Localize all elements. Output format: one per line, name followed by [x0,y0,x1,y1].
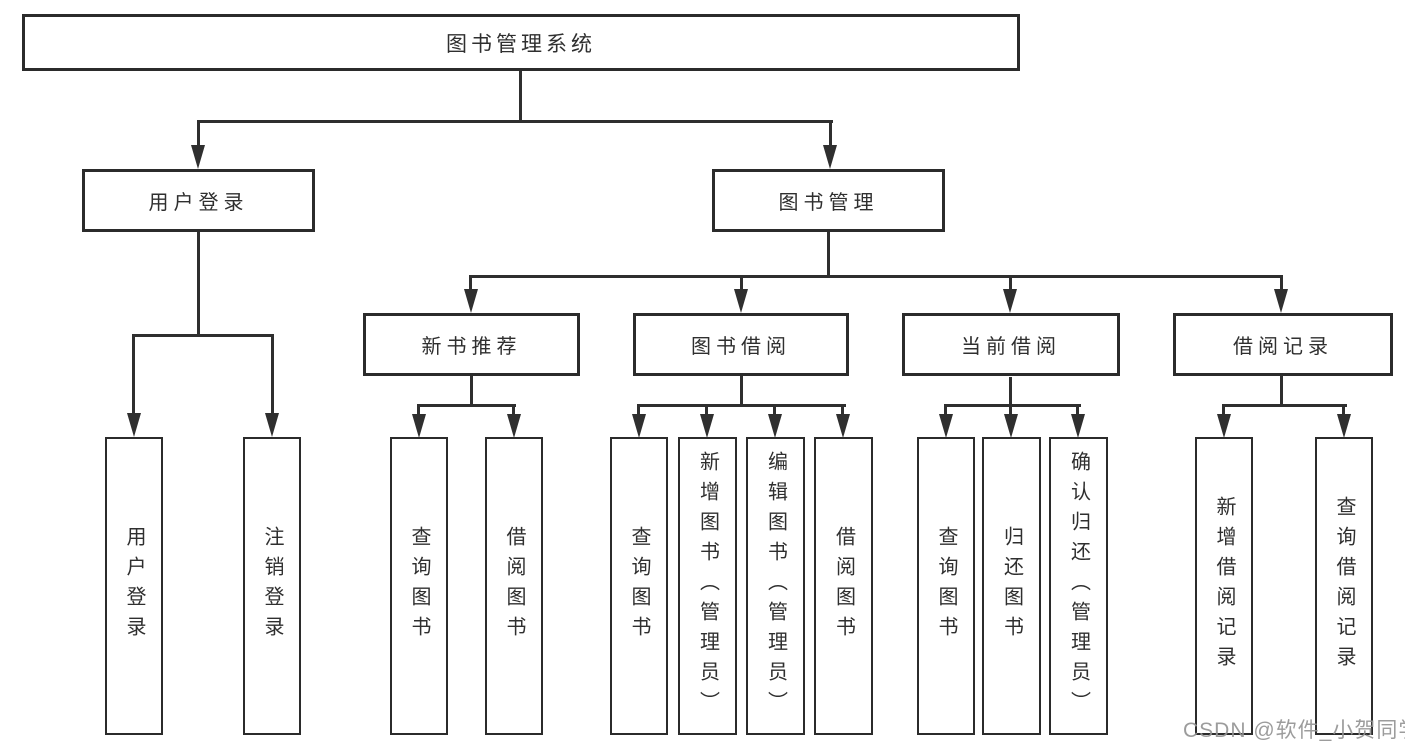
connector-line [1222,404,1347,407]
connector-line [1076,404,1079,416]
leaf-return-books: 归还图书 [982,437,1041,735]
arrow-head [1071,414,1085,438]
connector-line [197,232,200,335]
node-borrowing-records: 借阅记录 [1173,313,1393,376]
node-label: 用户登录 [148,192,249,214]
node-label: 当前借阅 [961,336,1061,358]
node-user-login: 用户登录 [82,169,315,232]
connector-line [1009,275,1012,291]
connector-line [944,404,947,416]
connector-line [841,404,844,416]
arrow-head [939,414,953,438]
leaf-label: 注销登录 [261,526,283,646]
node-book-borrowing: 图书借阅 [633,313,849,376]
connector-line [705,404,708,416]
leaf-borrow-books: 借阅图书 [814,437,873,735]
arrow-head [1337,414,1351,438]
connector-line [827,232,830,276]
node-new-book-recommendation: 新书推荐 [363,313,580,376]
connector-line [1009,404,1012,416]
arrow-head [412,414,426,438]
connector-line [1280,375,1283,405]
node-label: 图书管理 [778,192,879,214]
connector-line [417,404,516,407]
connector-line [944,404,1081,407]
leaf-confirm-return-admin: 确认归还（管理员） [1049,437,1108,735]
node-library-management-system: 图书管理系统 [22,14,1020,71]
connector-line [637,404,640,416]
leaf-label: 查询图书 [935,526,957,646]
arrow-head [507,414,521,438]
node-book-management: 图书管理 [712,169,945,232]
connector-line [740,275,743,291]
arrow-head [464,289,478,313]
connector-line [417,404,420,416]
leaf-user-login: 用户登录 [105,437,163,735]
connector-line [197,120,200,148]
leaf-borrow-books-recommend: 借阅图书 [485,437,543,735]
connector-line [1342,404,1345,416]
leaf-add-books-admin: 新增图书（管理员） [678,437,737,735]
leaf-label: 新增图书（管理员） [696,451,719,721]
connector-line [519,71,522,121]
leaf-label: 确认归还（管理员） [1067,451,1090,721]
leaf-label: 用户登录 [123,526,145,646]
node-label: 借阅记录 [1233,336,1333,358]
connector-line [740,376,743,405]
connector-line [197,120,833,123]
leaf-query-books: 查询图书 [610,437,668,735]
connector-line [132,334,135,416]
connector-line [512,404,515,416]
leaf-label: 编辑图书（管理员） [764,451,787,721]
leaf-label: 查询图书 [628,526,650,646]
arrow-head [700,414,714,438]
connector-line [132,334,274,337]
connector-line [470,376,473,405]
connector-line [469,275,472,291]
leaf-query-books-current: 查询图书 [917,437,975,735]
arrow-head [632,414,646,438]
arrow-head [768,414,782,438]
node-label: 图书借阅 [691,336,791,358]
arrow-head [823,145,837,169]
arrow-head [127,413,141,437]
csdn-watermark: CSDN @软件_小贺同学 [1183,719,1405,742]
connector-line [637,404,846,407]
connector-line [829,120,832,148]
arrow-head [191,145,205,169]
connector-line [773,404,776,416]
connector-line [469,275,1283,278]
arrow-head [1217,414,1231,438]
arrow-head [836,414,850,438]
leaf-label: 查询借阅记录 [1333,496,1355,676]
leaf-edit-books-admin: 编辑图书（管理员） [746,437,805,735]
leaf-logout: 注销登录 [243,437,301,735]
leaf-label: 归还图书 [1000,526,1023,646]
connector-line [1222,404,1225,416]
leaf-query-books-recommend: 查询图书 [390,437,448,735]
node-label: 新书推荐 [421,336,522,358]
arrow-head [265,413,279,437]
connector-line [271,334,274,416]
leaf-label: 借阅图书 [503,526,525,646]
arrow-head [1004,414,1018,438]
arrow-head [734,289,748,313]
arrow-head [1003,289,1017,313]
leaf-query-borrow-record: 查询借阅记录 [1315,437,1373,735]
connector-line [1009,377,1012,405]
node-current-borrowing: 当前借阅 [902,313,1120,376]
arrow-head [1274,289,1288,313]
leaf-add-borrow-record: 新增借阅记录 [1195,437,1253,735]
leaf-label: 新增借阅记录 [1213,496,1235,676]
leaf-label: 借阅图书 [832,526,855,646]
node-label: 图书管理系统 [446,32,596,56]
connector-line [1280,275,1283,291]
leaf-label: 查询图书 [408,526,430,646]
